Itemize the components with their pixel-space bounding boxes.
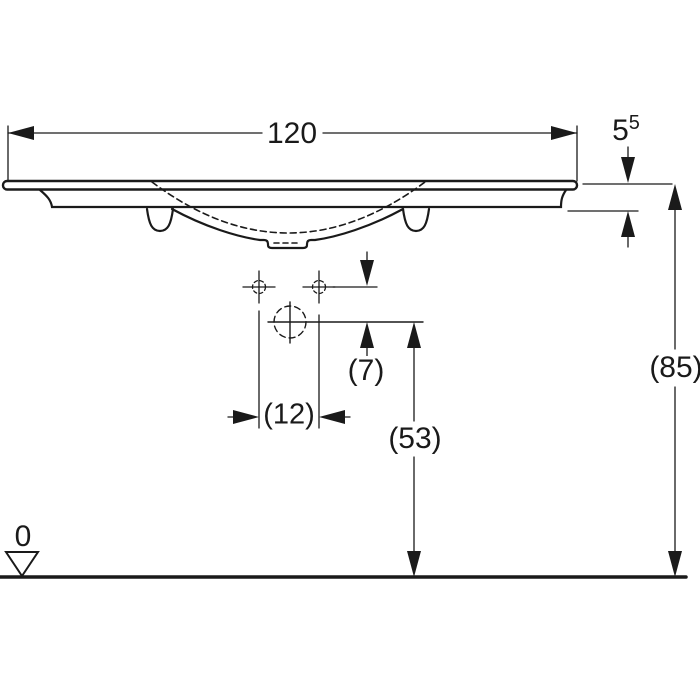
washbasin-outline [1, 179, 579, 250]
tap-drain-offset-dimension [360, 251, 374, 357]
washbasin-bowl-curve [170, 207, 405, 250]
width-dimension [7, 125, 578, 182]
hidden-bowl-rim-arc [151, 181, 426, 234]
arrow-right-icon [551, 126, 577, 140]
tap-hole-markers [242, 270, 378, 304]
arrow-up-icon [407, 322, 421, 348]
arrow-down-icon [360, 260, 374, 286]
overall-width-label: 120 [264, 117, 320, 150]
washbasin-rim-slab [1, 179, 579, 191]
washbasin-body [38, 188, 568, 209]
rim-height-label: 55 [612, 113, 640, 147]
arrow-right-icon [233, 410, 259, 424]
drain-height-label: (53) [386, 422, 444, 455]
drain-marker [267, 301, 424, 344]
floor-reference [0, 551, 688, 579]
zero-level-triangle-icon [4, 551, 40, 578]
arrow-left-icon [319, 410, 345, 424]
tap-hole-right-circle [311, 279, 327, 295]
arrow-up-icon [360, 322, 374, 348]
tap-hole-spacing-label: (12) [261, 398, 317, 431]
arrow-down-icon [621, 157, 635, 183]
tap-hole-left-circle [251, 279, 267, 295]
rim-height-superscript: 5 [628, 112, 640, 134]
tap-spacing-dimension [227, 310, 351, 429]
tap-drain-offset-label: (7) [345, 354, 387, 387]
drain-height-dimension [407, 322, 421, 577]
washbasin-left-tab [145, 207, 175, 233]
arrow-down-icon [668, 551, 682, 577]
height-dimension [668, 184, 682, 577]
arrow-up-icon [621, 211, 635, 237]
arrow-up-icon [668, 184, 682, 210]
zero-level-label: 0 [14, 520, 32, 553]
arrow-left-icon [8, 126, 34, 140]
washbasin-right-tab [401, 207, 431, 233]
rim-thickness-dimension [567, 146, 673, 248]
arrow-down-icon [407, 551, 421, 577]
installation-height-label: (85) [647, 353, 700, 383]
rim-height-value: 5 [612, 114, 629, 147]
